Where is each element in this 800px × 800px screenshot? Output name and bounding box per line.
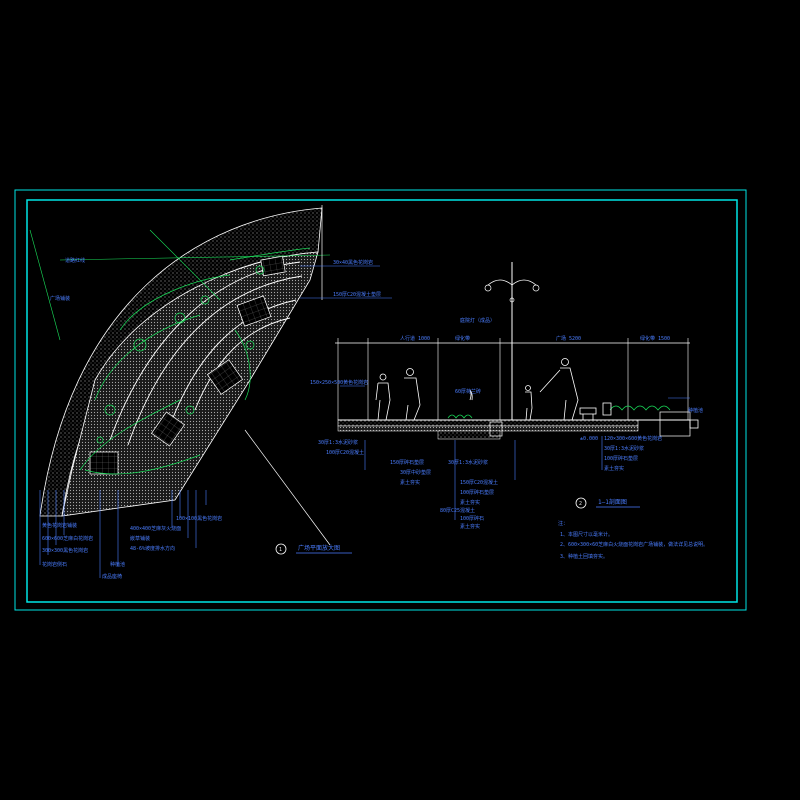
- plan-callout-bottom-2: 600×600芝麻白花岗岩: [42, 535, 93, 542]
- plan-number-bubble: [275, 543, 287, 555]
- lamp-label: 庭院灯（成品）: [460, 317, 495, 324]
- plan-callout-right-1: 30×40黑色花岗岩: [333, 259, 373, 266]
- section-segment-2: 绿化带: [455, 335, 470, 342]
- outer-frame: [14, 189, 747, 611]
- plan-view: 30×40黑色花岗岩 150厚C20混凝土垫层 黄色花岗岩铺装 600×600芝…: [29, 205, 392, 580]
- notes-heading: 注：: [558, 520, 568, 527]
- plan-callout-left-2: 道路红线: [65, 257, 85, 264]
- notes-block: 注： 1、本图尺寸以毫米计。 2、600×300×60芝麻白火烧面花岗岩广场铺装…: [558, 520, 708, 560]
- plan-callout-bottom-9: 嵌草铺装: [130, 535, 150, 542]
- section-segment-1: 人行道 1000: [400, 335, 430, 342]
- section-mid-2: 30厚1:3水泥砂浆: [448, 459, 488, 466]
- section-mid-4: 100厚碎石垫层: [460, 489, 494, 496]
- section-segment-3: 广场 5200: [556, 335, 581, 342]
- plan-callout-bottom-4: 花岗岩侧石: [42, 561, 67, 568]
- section-mid-8: 素土夯实: [460, 523, 480, 530]
- section-left-4: 150厚碎石垫层: [390, 459, 424, 466]
- section-left-5: 30厚中砂垫层: [400, 469, 431, 476]
- section-number: 2: [579, 501, 582, 507]
- plan-callout-bottom-6: 种植池: [110, 561, 125, 568]
- section-right-4: 素土夯实: [604, 465, 624, 472]
- plan-callout-bottom-8: 400×400芝麻灰火烧面: [130, 525, 181, 532]
- section-left-2: 30厚1:3水泥砂浆: [318, 439, 358, 446]
- section-right-1: 120×300×600黄色花岗岩: [604, 435, 662, 442]
- section-mid-7: 100厚碎石: [460, 515, 484, 522]
- section-left-1: 150×250×500黄色花岗岩: [310, 379, 368, 386]
- plan-callout-bottom-3: 300×300黑色花岗岩: [42, 547, 88, 554]
- figures: [375, 358, 699, 429]
- note-1: 1、本图尺寸以毫米计。: [560, 531, 613, 538]
- note-2: 2、600×300×60芝麻白火烧面花岗岩广场铺装，做法详见总说明。: [560, 541, 708, 548]
- section-mid-3: 150厚C20混凝土: [460, 479, 498, 486]
- section-view: 人行道 1000 绿化带 广场 5200 绿化带 1500 庭院灯（成品）: [310, 262, 703, 530]
- inner-frame: [26, 199, 738, 603]
- section-left-3: 100厚C20混凝土: [326, 449, 364, 456]
- plan-callout-bottom-10: 48-6%坡度排水方向: [130, 545, 175, 552]
- section-segment-4: 绿化带 1500: [640, 335, 670, 342]
- section-elevation: ±0.000: [580, 436, 598, 442]
- section-mid-6: 80厚C25混凝土: [440, 507, 475, 514]
- note-3: 3、种植土回填夯实。: [560, 553, 608, 560]
- plan-callout-bottom-7: 100×100黑色花岗岩: [176, 515, 222, 522]
- section-title: 1—1剖面图: [598, 498, 627, 506]
- plan-callout-left-1: 广场铺装: [50, 295, 70, 302]
- plan-number: 1: [279, 547, 282, 553]
- plan-title: 广场平面放大图: [298, 544, 340, 552]
- section-left-6: 素土夯实: [400, 479, 420, 486]
- plan-callout-bottom-1: 黄色花岗岩铺装: [42, 522, 77, 529]
- section-right-2: 30厚1:3水泥砂浆: [604, 445, 644, 452]
- plan-callout-right-2: 150厚C20混凝土垫层: [333, 291, 381, 298]
- section-mid-1: 60厚荷兰砖: [455, 388, 481, 395]
- section-mid-5: 素土夯实: [460, 499, 480, 506]
- section-right-3: 100厚碎石垫层: [604, 455, 638, 462]
- section-number-bubble: [575, 497, 587, 509]
- planter-label: 种植池: [688, 407, 703, 414]
- plan-callout-bottom-5: 成品座椅: [102, 573, 122, 580]
